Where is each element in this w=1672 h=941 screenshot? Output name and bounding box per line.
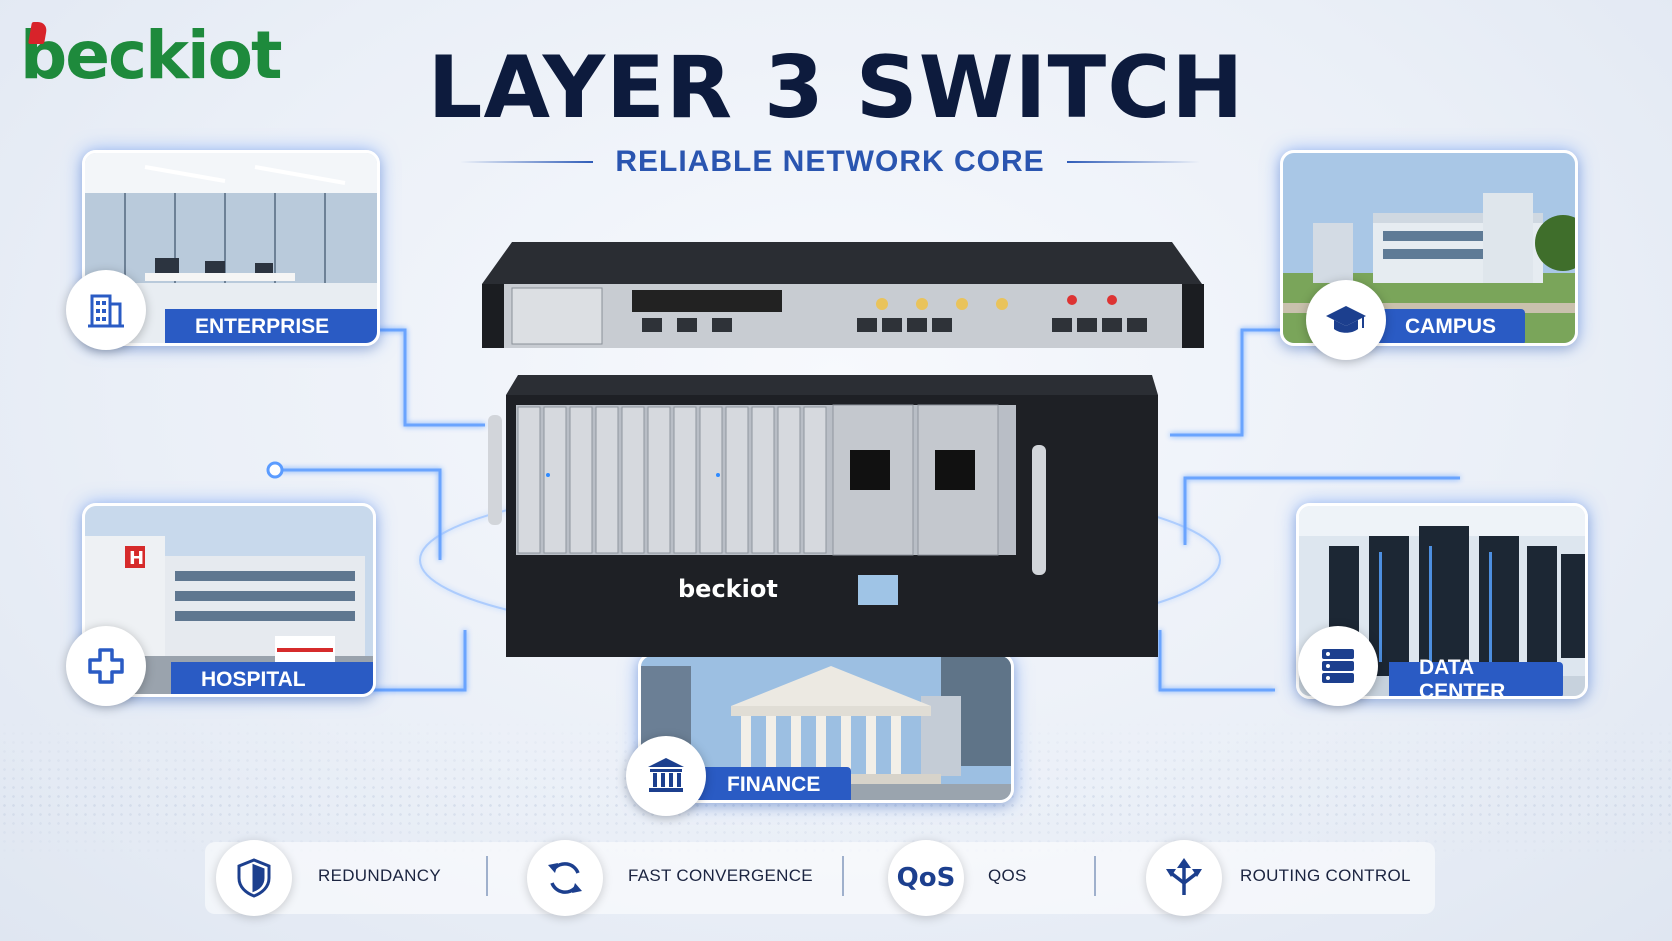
application-card-data-center: DATA CENTER bbox=[1296, 503, 1588, 699]
enterprise-label: ENTERPRISE bbox=[165, 309, 377, 343]
refresh-arrows-icon bbox=[527, 840, 603, 916]
shield-icon bbox=[216, 840, 292, 916]
data-center-label: DATA CENTER bbox=[1389, 656, 1563, 696]
page-title: LAYER 3 SWITCH bbox=[427, 38, 1245, 138]
routing-arrows-icon bbox=[1146, 840, 1222, 916]
campus-label: CAMPUS bbox=[1375, 309, 1525, 343]
application-card-enterprise: ENTERPRISE bbox=[82, 150, 380, 346]
subtitle-row: RELIABLE NETWORK CORE bbox=[460, 140, 1201, 184]
brand-logo: beckiot bbox=[20, 16, 283, 96]
feature-separator bbox=[486, 856, 488, 896]
feature-label-redundancy: REDUNDANCY bbox=[318, 866, 441, 885]
finance-label: FINANCE bbox=[697, 767, 851, 800]
feature-label-routing-control: ROUTING CONTROL bbox=[1240, 866, 1411, 885]
hospital-label: HOSPITAL bbox=[171, 662, 373, 694]
server-stack-icon bbox=[1298, 626, 1378, 706]
chassis-brand-logo: beckiot bbox=[678, 575, 778, 603]
feature-label-fast-convergence: FAST CONVERGENCE bbox=[628, 866, 813, 885]
feature-label-qos: QOS bbox=[988, 866, 1027, 885]
qos-icon-text: QoS bbox=[896, 863, 956, 893]
rack-switch-1u bbox=[482, 242, 1204, 348]
page-subtitle: RELIABLE NETWORK CORE bbox=[615, 145, 1045, 178]
building-icon bbox=[66, 270, 146, 350]
application-card-finance: FINANCE bbox=[638, 653, 1014, 803]
finance-bank-photo bbox=[641, 656, 1011, 800]
subtitle-line-left bbox=[460, 161, 594, 163]
subtitle-line-right bbox=[1066, 161, 1201, 163]
medical-cross-icon bbox=[66, 626, 146, 706]
rack-chassis-switch: beckiot bbox=[488, 375, 1158, 657]
feature-bar bbox=[205, 842, 1435, 914]
graduation-cap-icon bbox=[1306, 280, 1386, 360]
bank-icon bbox=[626, 736, 706, 816]
svg-text:H: H bbox=[129, 548, 144, 569]
logo-text: beckiot bbox=[20, 17, 283, 94]
feature-separator bbox=[842, 856, 844, 896]
qos-icon: QoS bbox=[888, 840, 964, 916]
feature-separator bbox=[1094, 856, 1096, 896]
